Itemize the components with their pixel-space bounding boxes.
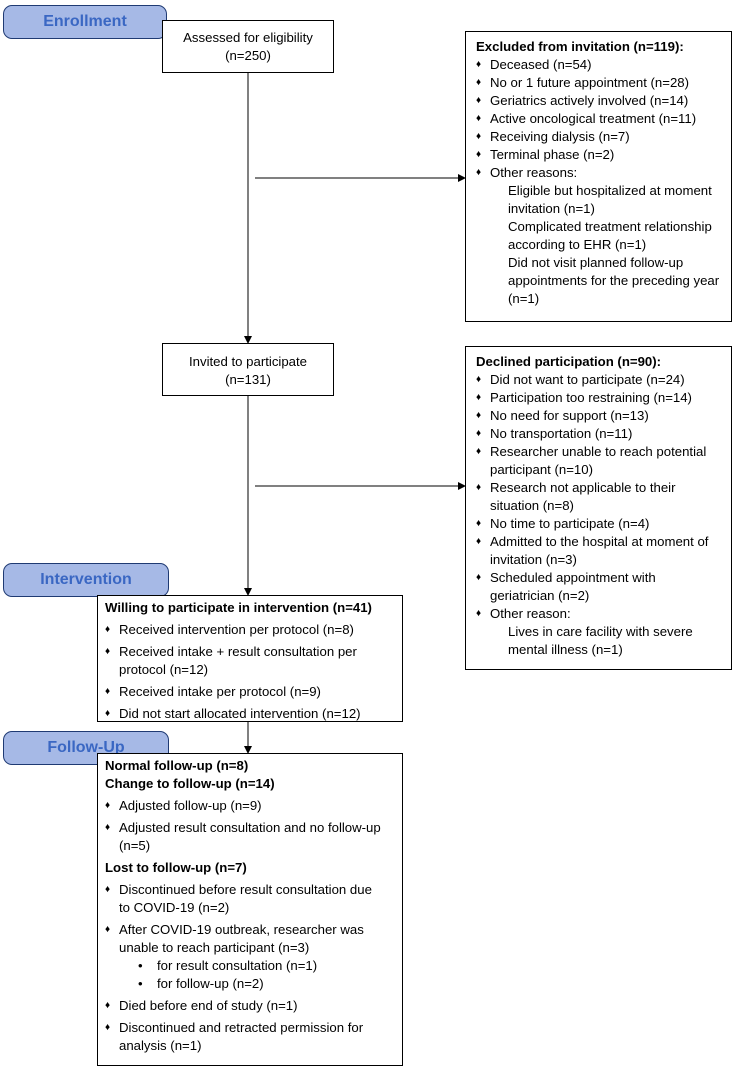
list-item: Active oncological treatment (n=11) [476, 110, 731, 128]
list-item: No transportation (n=11) [476, 425, 731, 443]
list-item-continuation: unable to reach participant (n=3) [119, 940, 310, 955]
list-item: No time to participate (n=4) [476, 515, 731, 533]
list-item: Terminal phase (n=2) [476, 146, 731, 164]
list-item: Discontinued and retracted permission fo… [105, 1019, 402, 1037]
list-item: Other reasons: [476, 164, 731, 182]
excluded-list: Deceased (n=54) No or 1 future appointme… [476, 56, 731, 308]
list-item-continuation: geriatrician (n=2) [490, 588, 590, 603]
assessed-count: (n=250) [225, 48, 271, 63]
excluded-title: Excluded from invitation (n=119): [476, 39, 684, 54]
list-subitem: for follow-up (n=2) [105, 975, 402, 993]
list-item: Receiving dialysis (n=7) [476, 128, 731, 146]
declined-list: Did not want to participate (n=24) Parti… [476, 371, 731, 659]
list-item: Scheduled appointment with [476, 569, 731, 587]
list-item: Discontinued before result consultation … [105, 881, 402, 899]
list-subitem: mental illness (n=1) [508, 642, 623, 657]
invited-box: Invited to participate (n=131) [162, 343, 334, 396]
list-item-continuation: participant (n=10) [490, 462, 593, 477]
invited-label: Invited to participate [188, 354, 308, 369]
list-item: Admitted to the hospital at moment of [476, 533, 731, 551]
phase-followup-label: Follow-Up [47, 739, 125, 756]
list-subitem: appointments for the preceding year [508, 273, 720, 288]
list-subitem: Eligible but hospitalized at moment [508, 183, 712, 198]
list-item: Did not want to participate (n=24) [476, 371, 731, 389]
list-item-continuation: to COVID-19 (n=2) [119, 900, 230, 915]
list-item: Deceased (n=54) [476, 56, 731, 74]
phase-enrollment-label: Enrollment [43, 13, 127, 30]
list-item: Did not start allocated intervention (n=… [105, 705, 402, 723]
list-item: No or 1 future appointment (n=28) [476, 74, 731, 92]
followup-lost: Lost to follow-up (n=7) [105, 860, 247, 875]
assessed-label: Assessed for eligibility [183, 30, 313, 45]
list-item: Received intervention per protocol (n=8) [105, 621, 402, 639]
list-item: Received intake per protocol (n=9) [105, 683, 402, 701]
list-item: After COVID-19 outbreak, researcher was [105, 921, 402, 939]
list-item: Received intake + result consultation pe… [105, 643, 402, 661]
list-item: No need for support (n=13) [476, 407, 731, 425]
list-item: Researcher unable to reach potential [476, 443, 731, 461]
list-subitem: invitation (n=1) [508, 201, 595, 216]
list-item: Adjusted follow-up (n=9) [105, 797, 402, 815]
list-item: Research not applicable to their [476, 479, 731, 497]
list-subitem: according to EHR (n=1) [508, 237, 647, 252]
list-item-continuation: (n=5) [119, 838, 151, 853]
excluded-box: Excluded from invitation (n=119): Deceas… [465, 31, 732, 322]
list-subitem: Lives in care facility with severe [508, 624, 693, 639]
list-item: Geriatrics actively involved (n=14) [476, 92, 731, 110]
phase-intervention: Intervention [3, 563, 169, 597]
followup-normal: Normal follow-up (n=8) [105, 758, 249, 773]
list-item-continuation: analysis (n=1) [119, 1038, 202, 1053]
phase-enrollment: Enrollment [3, 5, 167, 39]
list-item: Other reason: [476, 605, 731, 623]
list-subitem: for result consultation (n=1) [105, 957, 402, 975]
declined-title: Declined participation (n=90): [476, 354, 662, 369]
invited-count: (n=131) [225, 372, 271, 387]
list-item: Died before end of study (n=1) [105, 997, 402, 1015]
list-item-continuation: protocol (n=12) [119, 662, 209, 677]
list-subitem: Did not visit planned follow-up [508, 255, 684, 270]
followup-change: Change to follow-up (n=14) [105, 776, 275, 791]
followup-lost-list: Discontinued before result consultation … [105, 881, 402, 1055]
list-subitem: Complicated treatment relationship [508, 219, 712, 234]
followup-change-list: Adjusted follow-up (n=9) Adjusted result… [105, 797, 402, 855]
phase-intervention-label: Intervention [40, 571, 132, 588]
list-item: Adjusted result consultation and no foll… [105, 819, 402, 837]
list-item: Participation too restraining (n=14) [476, 389, 731, 407]
followup-box: Normal follow-up (n=8) Change to follow-… [97, 753, 403, 1066]
willing-title: Willing to participate in intervention (… [105, 600, 372, 615]
list-subitem: (n=1) [508, 291, 540, 306]
willing-list: Received intervention per protocol (n=8)… [105, 621, 402, 723]
declined-box: Declined participation (n=90): Did not w… [465, 346, 732, 670]
list-item-continuation: invitation (n=3) [490, 552, 577, 567]
list-item-continuation: situation (n=8) [490, 498, 574, 513]
willing-box: Willing to participate in intervention (… [97, 595, 403, 723]
assessed-box: Assessed for eligibility (n=250) [162, 20, 334, 73]
